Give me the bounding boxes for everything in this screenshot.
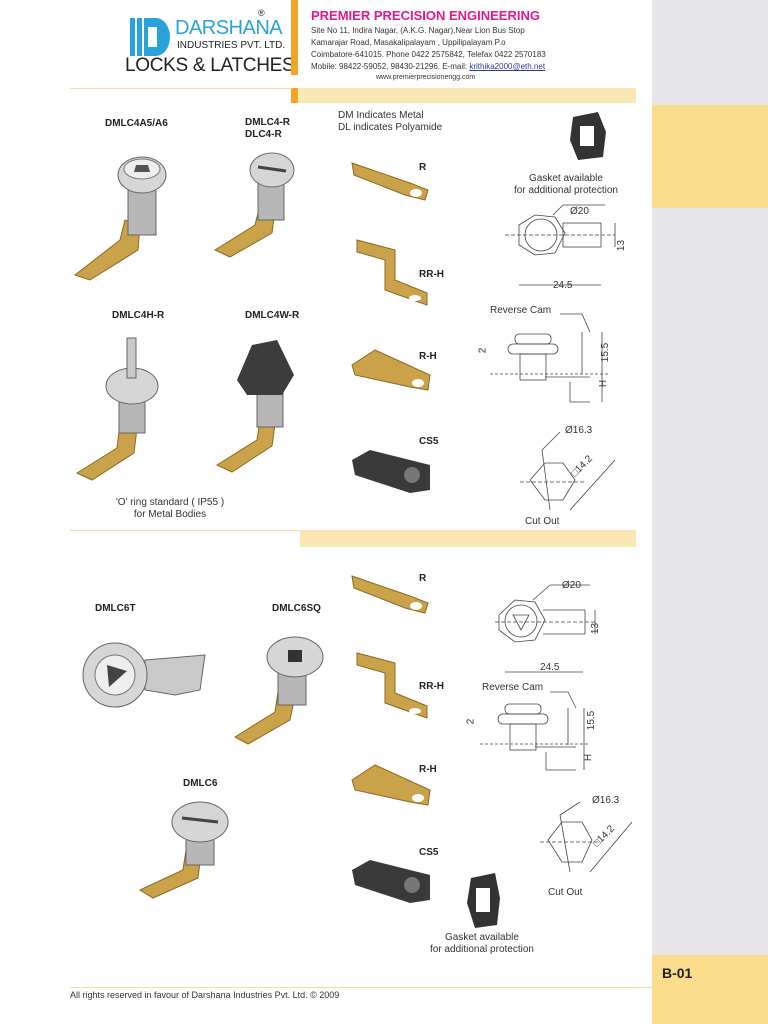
company-contact: Mobile: 98422-59052, 98430-21296. E-mail…	[311, 62, 545, 71]
side-tab-highlight	[652, 105, 768, 208]
side-view-drawing-2	[480, 691, 590, 771]
cam-image-rh-2	[351, 764, 431, 806]
product-label-dmlc4hr: DMLC4H-R	[112, 310, 165, 321]
copyright: All rights reserved in favour of Darshan…	[70, 990, 340, 1000]
website: www.premierprecisionengg.com	[376, 74, 476, 81]
dim-H: H	[598, 379, 610, 388]
lock-image-dmlc4wr	[215, 340, 294, 473]
logo-subtitle: INDUSTRIES PVT. LTD.	[177, 40, 286, 51]
orange-divider-lower	[291, 88, 298, 103]
dim-width-24-5: 24.5	[553, 280, 573, 291]
gasket-note-line-1: Gasket available	[529, 173, 603, 184]
cam-image-r-2	[351, 575, 429, 614]
front-view-drawing-2	[495, 584, 596, 673]
oring-note: 'O' ring standard ( IP55 ) for Metal Bod…	[100, 497, 240, 521]
company-name: PREMIER PRECISION ENGINEERING	[311, 8, 540, 23]
product-label-dmlc4wr: DMLC4W-R	[245, 310, 300, 321]
gasket-note-1: Gasket available for additional protecti…	[500, 173, 632, 197]
cam-label-r-2: R	[419, 573, 427, 584]
oring-note-line-1: 'O' ring standard ( IP55 )	[115, 497, 225, 508]
oring-note-line-2: for Metal Bodies	[133, 509, 207, 520]
dim-width-24-5-2: 24.5	[540, 662, 560, 673]
cut-out-drawing-2	[540, 801, 633, 873]
company-address-2: Kamarajar Road, Masakalipalayam , Uppili…	[311, 38, 506, 47]
gasket-note-line-2: for additional protection	[514, 185, 618, 196]
cut-dia-16-3-2: Ø16.3	[592, 795, 620, 806]
logo-name: DARSHANA	[175, 17, 283, 39]
product-label-dmlc6t: DMLC6T	[95, 603, 136, 614]
cam-image-cs5-2	[352, 860, 430, 903]
cam-label-rh-2: R-H	[419, 764, 437, 775]
lock-image-dmlc4r	[213, 152, 295, 258]
page-number: B-01	[662, 965, 693, 981]
cam-label-cs5: CS5	[419, 436, 439, 447]
dim-2: 2	[477, 347, 489, 354]
material-note-metal: DM Indicates Metal	[338, 110, 424, 121]
dim-H-2: H	[583, 753, 595, 762]
product-label-dmlc4a5: DMLC4A5/A6	[105, 118, 168, 129]
company-address-3: Coimbatore-641015. Phone 0422 2575842, T…	[311, 50, 546, 59]
product-label-dmlc6sq: DMLC6SQ	[272, 603, 321, 614]
dim-15-5-2: 15.5	[586, 710, 598, 731]
lock-image-dmlc6	[138, 801, 229, 899]
dim-15-5: 15.5	[600, 342, 612, 363]
gasket-note-2: Gasket available for additional protecti…	[412, 932, 552, 956]
cut-out-drawing	[520, 431, 616, 511]
gasket-note-2-line-1: Gasket available	[445, 932, 519, 943]
reverse-cam-label-2: Reverse Cam	[482, 682, 544, 693]
footer-rule	[70, 987, 652, 988]
product-label-dmlc4r: DMLC4-R	[245, 117, 290, 128]
cam-label-r: R	[419, 162, 427, 173]
header-rule	[70, 88, 292, 89]
section-rule	[70, 530, 300, 531]
dim-2-2: 2	[465, 718, 477, 725]
lock-image-dmlc4hr	[75, 337, 159, 481]
cam-image-cs5	[352, 450, 430, 493]
dim-height-13: 13	[616, 239, 628, 252]
cam-image-r	[351, 162, 429, 201]
cam-image-rh	[351, 349, 431, 391]
header-band	[298, 88, 636, 103]
gasket-note-2-line-2: for additional protection	[430, 944, 534, 955]
cut-out-label: Cut Out	[525, 516, 560, 527]
cut-dia-16-3: Ø16.3	[565, 425, 593, 436]
darshana-logo-icon	[130, 18, 170, 56]
registered-mark: ®	[258, 8, 265, 18]
section-band	[300, 530, 636, 547]
product-label-dlc4r: DLC4-R	[245, 129, 282, 140]
cam-label-rh: R-H	[419, 351, 437, 362]
side-view-drawing	[490, 313, 610, 403]
cut-out-label-2: Cut Out	[548, 887, 583, 898]
gasket-image	[570, 112, 606, 160]
dim-diameter-20-2: Ø20	[562, 580, 581, 591]
tagline: LOCKS & LATCHES	[125, 55, 295, 76]
email-link[interactable]: krithika2000@eth.net	[469, 62, 546, 71]
front-view-drawing	[505, 204, 616, 286]
dim-diameter-20: Ø20	[570, 206, 589, 217]
reverse-cam-label: Reverse Cam	[490, 305, 552, 316]
dim-height-13-2: 13	[590, 622, 602, 635]
material-note-polyamide: DL indicates Polyamide	[338, 122, 443, 133]
cam-label-rrh-2: RR-H	[419, 681, 444, 692]
cam-image-rrh	[356, 239, 428, 306]
cam-label-rrh: RR-H	[419, 269, 444, 280]
cam-label-cs5-2: CS5	[419, 847, 439, 858]
lock-image-dmlc6t	[82, 642, 206, 708]
lock-image-dmlc4a5	[73, 156, 167, 281]
lock-image-dmlc6sq	[234, 636, 324, 745]
mobile-numbers: Mobile: 98422-59052, 98430-21296. E-mail…	[311, 62, 470, 71]
cam-image-rrh-2	[356, 652, 428, 719]
gasket-image-2	[467, 873, 500, 928]
page-number-tab: B-01	[652, 955, 768, 1024]
product-label-dmlc6: DMLC6	[183, 778, 218, 789]
orange-divider	[291, 0, 298, 75]
company-address-1: Site No 11, Indira Nagar, (A.K.G. Nagar)…	[311, 26, 525, 35]
